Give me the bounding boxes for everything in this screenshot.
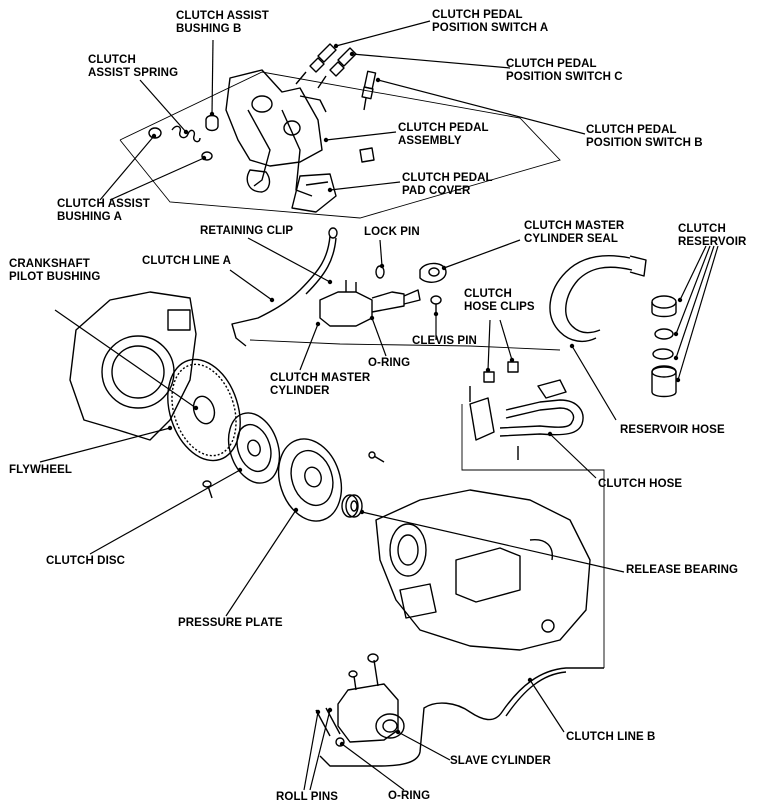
label-line: BUSHING A: [57, 211, 123, 223]
label-line: CLUTCH MASTER: [270, 372, 371, 384]
label-clutch-line-b: CLUTCH LINE B: [566, 731, 655, 744]
label-line: PAD COVER: [402, 185, 471, 197]
label-flywheel: FLYWHEEL: [9, 464, 72, 477]
cylinder-seal-drawing: [419, 262, 447, 314]
clutch-line-a-drawing: [231, 227, 338, 347]
label-clutch-line-a: CLUTCH LINE A: [142, 255, 231, 268]
master-cylinder-drawing: [319, 265, 421, 327]
small-bolts-drawing: [202, 451, 385, 499]
flywheel-drawing: [167, 358, 241, 462]
leader-lines: [39, 20, 719, 791]
label-clutch-pedal-pad-cover: CLUTCH PEDAL PAD COVER: [402, 172, 493, 198]
clutch-disc-drawing: [227, 412, 281, 484]
label-line: CLUTCH PEDAL: [402, 172, 493, 184]
label-line: POSITION SWITCH C: [506, 71, 623, 83]
label-line: ROLL PINS: [276, 791, 339, 803]
label-line: CLEVIS PIN: [412, 335, 477, 347]
label-line: CYLINDER: [270, 385, 330, 397]
label-line: CRANKSHAFT: [9, 258, 90, 270]
slave-cylinder-drawing: [337, 653, 405, 743]
label-clutch-assist-spring: CLUTCH ASSIST SPRING: [88, 54, 178, 80]
label-line: CLUTCH ASSIST: [176, 10, 269, 22]
label-clutch-hose: CLUTCH HOSE: [598, 478, 682, 491]
transmission-drawing: [375, 489, 591, 651]
clutch-reservoir-drawing: [651, 295, 677, 398]
label-clutch-pedal-position-switch-b: CLUTCH PEDAL POSITION SWITCH B: [586, 124, 703, 150]
label-reservoir-hose: RESERVOIR HOSE: [620, 424, 725, 437]
label-retaining-clip: RETAINING CLIP: [200, 225, 293, 238]
label-line: ASSEMBLY: [398, 135, 462, 147]
hose-outline: [461, 404, 605, 668]
pressure-plate-drawing: [277, 438, 343, 522]
pedal-switch-a-drawing: [295, 43, 337, 85]
assist-parts-drawing: [148, 114, 375, 163]
label-line: CLUTCH PEDAL: [586, 124, 677, 136]
label-line: CLUTCH DISC: [46, 555, 126, 567]
label-clevis-pin: CLEVIS PIN: [412, 335, 477, 348]
label-line: CLUTCH ASSIST: [57, 198, 150, 210]
label-clutch-hose-clips: CLUTCH HOSE CLIPS: [464, 288, 535, 314]
label-line: ASSIST SPRING: [88, 67, 179, 79]
label-line: O-RING: [388, 790, 431, 802]
label-lock-pin: LOCK PIN: [364, 226, 420, 239]
pedal-bracket-outline: [119, 71, 561, 219]
label-line: HOSE CLIPS: [464, 301, 535, 313]
label-clutch-pedal-assembly: CLUTCH PEDAL ASSEMBLY: [398, 122, 489, 148]
label-clutch-master-cylinder: CLUTCH MASTER CYLINDER: [270, 372, 370, 398]
label-clutch-pedal-position-switch-c: CLUTCH PEDAL POSITION SWITCH C: [506, 58, 623, 84]
label-line: PILOT BUSHING: [9, 271, 101, 283]
label-line: O-RING: [368, 357, 411, 369]
label-line: PRESSURE PLATE: [178, 617, 283, 629]
label-line: CLUTCH HOSE: [598, 478, 683, 490]
release-bearing-drawing: [341, 494, 363, 518]
label-line: CLUTCH: [88, 54, 136, 66]
label-roll-pins: ROLL PINS: [276, 791, 338, 804]
clutch-pedal-assembly-drawing: [225, 69, 337, 213]
label-line: CLUTCH PEDAL: [506, 58, 597, 70]
clutch-line-b-drawing: [319, 667, 604, 767]
label-line: CLUTCH PEDAL: [432, 9, 523, 21]
label-line: SLAVE CYLINDER: [450, 755, 551, 767]
label-line: RETAINING CLIP: [200, 225, 294, 237]
label-clutch-master-cylinder-seal: CLUTCH MASTER CYLINDER SEAL: [524, 220, 624, 246]
label-clutch-assist-bushing-b: CLUTCH ASSIST BUSHING B: [176, 10, 269, 36]
label-o-ring-upper: O-RING: [368, 357, 410, 370]
label-line: CLUTCH LINE A: [142, 255, 232, 267]
label-o-ring-lower: O-RING: [388, 790, 430, 803]
engine-block-drawing: [69, 291, 197, 441]
label-clutch-pedal-position-switch-a: CLUTCH PEDAL POSITION SWITCH A: [432, 9, 548, 35]
label-line: RESERVOIR HOSE: [620, 424, 725, 436]
label-line: RELEASE BEARING: [626, 564, 739, 576]
label-line: CLUTCH MASTER: [524, 220, 625, 232]
leader-arrowheads: [151, 43, 683, 747]
label-line: LOCK PIN: [364, 226, 420, 238]
label-clutch-disc: CLUTCH DISC: [46, 555, 125, 568]
label-crankshaft-pilot-bushing: CRANKSHAFT PILOT BUSHING: [9, 258, 100, 284]
label-line: CYLINDER SEAL: [524, 233, 618, 245]
label-line: CLUTCH: [678, 223, 726, 235]
label-pressure-plate: PRESSURE PLATE: [178, 617, 283, 630]
label-clutch-reservoir: CLUTCH RESERVOIR: [678, 223, 746, 249]
label-line: RESERVOIR: [678, 236, 747, 248]
roll-pins-drawing: [315, 707, 345, 747]
cylinder-outline: [249, 339, 561, 351]
pedal-switch-b-drawing: [361, 70, 377, 111]
label-line: POSITION SWITCH A: [432, 22, 549, 34]
label-line: CLUTCH LINE B: [566, 731, 656, 743]
clutch-hose-drawing: [469, 361, 584, 460]
label-line: BUSHING B: [176, 23, 242, 35]
reservoir-hose-drawing: [549, 255, 647, 343]
label-line: CLUTCH: [464, 288, 512, 300]
label-release-bearing: RELEASE BEARING: [626, 564, 738, 577]
label-slave-cylinder: SLAVE CYLINDER: [450, 755, 551, 768]
label-clutch-assist-bushing-a: CLUTCH ASSIST BUSHING A: [57, 198, 150, 224]
label-line: POSITION SWITCH B: [586, 137, 703, 149]
label-line: FLYWHEEL: [9, 464, 72, 476]
label-line: CLUTCH PEDAL: [398, 122, 489, 134]
